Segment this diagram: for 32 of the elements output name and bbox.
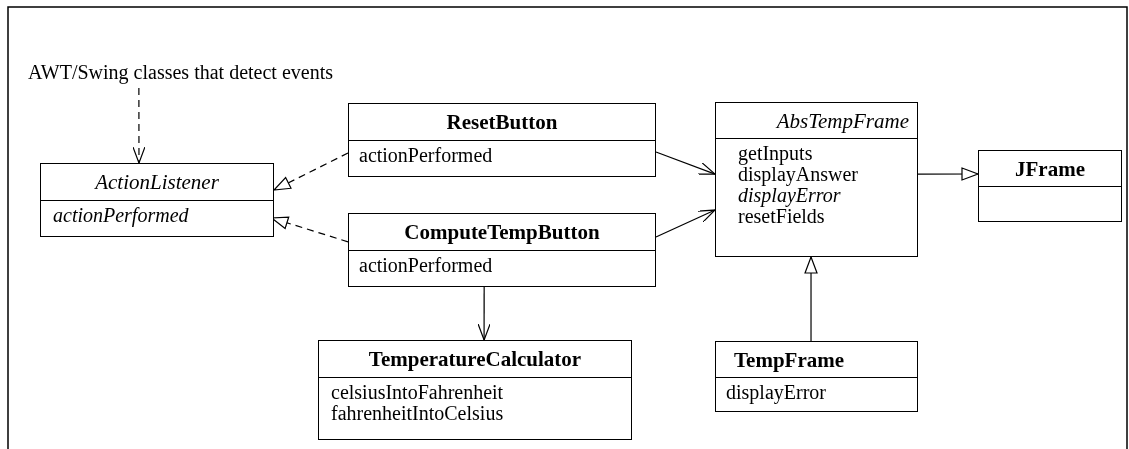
class-name: TempFrame [734,347,846,372]
class-name: ComputeTempButton [403,220,601,244]
note-text: AWT/Swing classes that detect events [28,58,333,86]
class-name: ActionListener [93,170,220,194]
class-box [318,340,632,440]
class-box [978,150,1122,222]
class-name: JFrame [1014,156,1086,181]
method-name: resetFields [738,206,825,227]
class-name: AbsTempFrame [774,108,909,133]
arrow [804,256,818,342]
class-box [715,341,918,412]
class-box [348,103,656,177]
method-name: displayError [726,382,827,403]
class-name: TemperatureCalculator [367,347,583,371]
arrow [273,152,349,191]
method-name: actionPerformed [359,255,494,276]
method-name: actionPerformed [53,205,190,226]
method-name: celsiusIntoFahrenheit [331,382,505,403]
method-name: getInputs [738,143,814,164]
arrow [655,209,716,238]
method-name: displayError [738,185,841,206]
arrow [917,167,979,181]
class-name: ResetButton [445,110,559,134]
method-name: fahrenheitIntoCelsius [331,403,505,424]
method-name: actionPerformed [359,145,494,166]
arrow [132,87,146,164]
method-name: displayAnswer [738,164,859,185]
arrow [655,151,716,175]
class-box [348,213,656,287]
arrow [477,286,491,341]
class-box [40,163,274,237]
class-box [715,102,918,257]
